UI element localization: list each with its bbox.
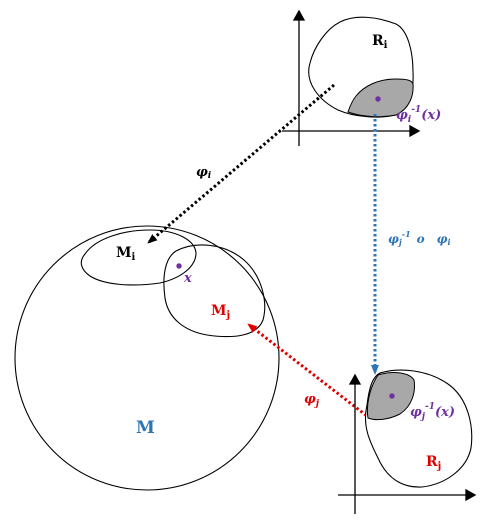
chart-i-label: Ri <box>372 33 388 51</box>
point-x-label: x <box>183 271 192 286</box>
chart-i-y-arrowhead <box>292 9 306 21</box>
subset-mi-label: Mi <box>116 245 136 263</box>
chart-i-shaded-overlap <box>347 78 414 118</box>
subset-mj-region <box>163 244 266 338</box>
chart-i-point <box>375 96 381 102</box>
chart-j-x-arrowhead <box>465 488 477 502</box>
point-x <box>176 263 182 269</box>
chart-j-point <box>389 393 395 399</box>
manifold-label: M <box>136 418 155 438</box>
phi-i-map-arrow <box>147 83 335 245</box>
chart-i-axes <box>282 9 421 146</box>
subset-mj-label: Mj <box>211 303 230 321</box>
manifold-circle <box>14 225 280 491</box>
phi-i-inverse-label: φi-1(x) <box>396 105 441 125</box>
phi-j-map-label: φj <box>304 392 320 409</box>
phi-i-map-label: φi <box>196 165 212 181</box>
chart-i-x-arrowhead <box>409 124 421 138</box>
chart-j-y-arrowhead <box>348 373 362 385</box>
chart-j-axes <box>338 373 477 514</box>
chart-j-label: Rj <box>426 454 441 472</box>
subset-mi-region <box>80 229 197 286</box>
phi-j-inverse-label: φj-1(x) <box>410 402 455 422</box>
